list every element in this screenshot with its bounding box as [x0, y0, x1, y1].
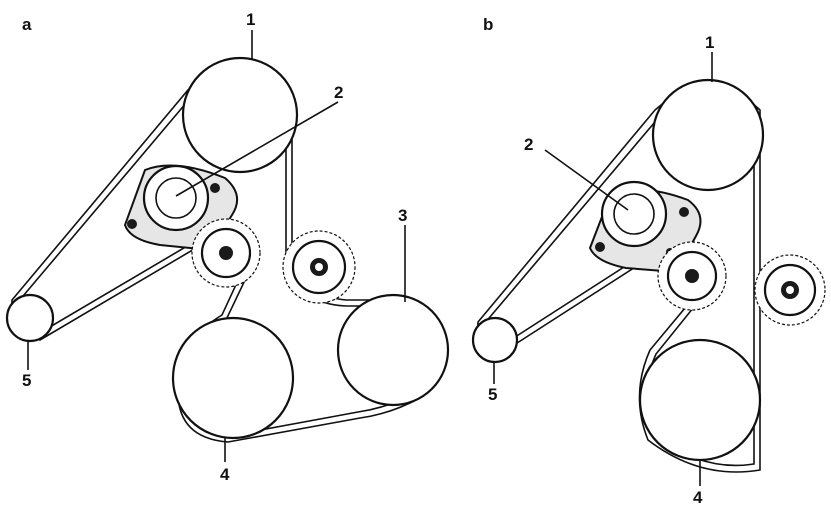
panel-b-letter: b	[483, 15, 493, 34]
panel-a-label-4: 4	[220, 465, 230, 484]
panel-a-idler-pulley	[282, 230, 356, 304]
panel-b-pulley-4	[638, 338, 762, 462]
panel-a-tensioner	[123, 164, 261, 288]
panel-b-pulley-1	[651, 78, 765, 192]
panel-a: a	[5, 10, 450, 484]
panel-a-label-5: 5	[22, 371, 31, 390]
panel-a-pulley-4	[171, 316, 295, 440]
panel-b-idler-pulley	[754, 254, 826, 326]
panel-a-pulley-1	[181, 56, 299, 174]
panel-b-label-1: 1	[705, 33, 714, 52]
panel-b: b 1	[471, 15, 826, 507]
panel-a-label-1: 1	[246, 10, 255, 29]
panel-a-pulley-3	[336, 293, 450, 407]
panel-b-leader-2	[544, 149, 629, 211]
panel-a-label-2: 2	[334, 83, 343, 102]
panel-b-tensioner	[588, 180, 727, 311]
panel-b-pulley-5	[471, 316, 519, 364]
panel-b-label-5: 5	[488, 385, 497, 404]
panel-a-leader-2	[175, 101, 339, 197]
panel-a-label-3: 3	[398, 206, 407, 225]
panel-a-letter: a	[22, 15, 32, 34]
panel-a-pulley-5	[5, 293, 55, 343]
panel-b-label-4: 4	[693, 488, 703, 507]
panel-b-label-2: 2	[524, 135, 533, 154]
